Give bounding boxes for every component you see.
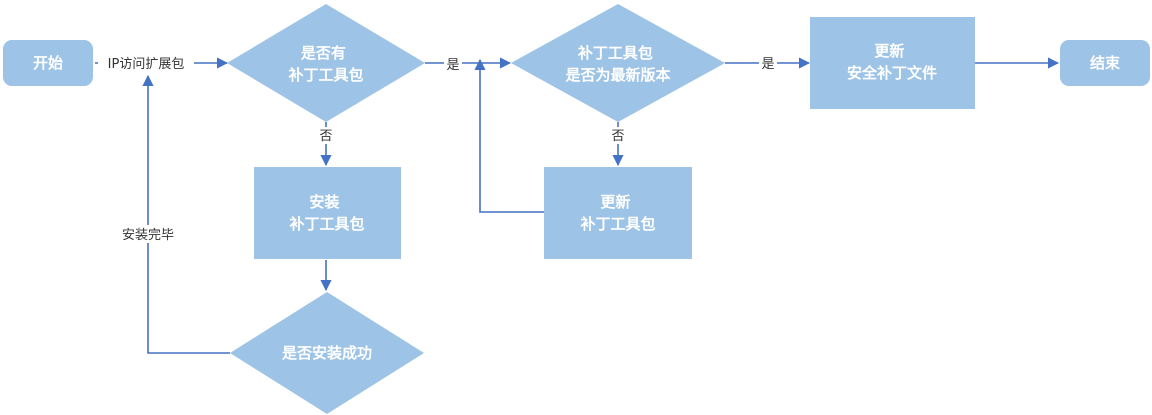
- install-done-label-bg: [114, 225, 182, 243]
- yes-1-label: 是: [446, 58, 459, 73]
- start-label: 开始: [33, 54, 63, 72]
- update-security-patch-shape: [810, 17, 975, 109]
- node-has-patch-tool: 是否有 补丁工具包: [227, 4, 425, 122]
- has-patch-tool-label: 是否有 补丁工具包: [287, 44, 363, 84]
- update-patch-tool-label: 更新 补丁工具包: [579, 193, 655, 233]
- install-done-label: 安装完毕: [122, 228, 174, 243]
- latest-version-label: 补丁工具包 是否为最新版本: [564, 44, 670, 84]
- install-patch-tool-shape: [254, 167, 401, 259]
- start-shape: [3, 40, 93, 86]
- node-latest-version: 补丁工具包 是否为最新版本: [511, 4, 725, 122]
- edge-update-tool-loop: [474, 58, 544, 213]
- has-patch-tool-shape: [227, 4, 425, 122]
- no-2-label-bg: [609, 127, 627, 144]
- no-1-label: 否: [319, 129, 332, 144]
- end-shape: [1060, 40, 1150, 86]
- ip-access-label-bg: [98, 54, 194, 72]
- node-install-patch-tool: 安装 补丁工具包: [254, 167, 401, 259]
- latest-version-shape: [511, 4, 725, 122]
- ip-access-label: IP访问扩展包: [108, 57, 185, 72]
- node-update-patch-tool: 更新 补丁工具包: [544, 167, 692, 259]
- node-update-security-patch: 更新 安全补丁文件: [810, 17, 975, 109]
- no-1-label-bg: [317, 127, 335, 144]
- yes-1-label-bg: [444, 56, 462, 72]
- yes-2-label: 是: [761, 57, 774, 72]
- install-success-shape: [230, 292, 424, 414]
- yes-2-label-bg: [759, 55, 777, 71]
- node-end: 结束: [1060, 40, 1150, 86]
- install-success-label: 是否安装成功: [281, 344, 372, 362]
- install-patch-tool-label: 安装 补丁工具包: [288, 193, 364, 233]
- no-2-label: 否: [611, 129, 624, 144]
- end-label: 结束: [1090, 54, 1121, 72]
- node-start: 开始: [3, 40, 93, 86]
- update-patch-tool-shape: [544, 167, 692, 259]
- update-security-patch-label: 更新 安全补丁文件: [847, 42, 937, 82]
- edge-install-done-loop: [142, 74, 230, 354]
- node-install-success: 是否安装成功: [230, 292, 424, 414]
